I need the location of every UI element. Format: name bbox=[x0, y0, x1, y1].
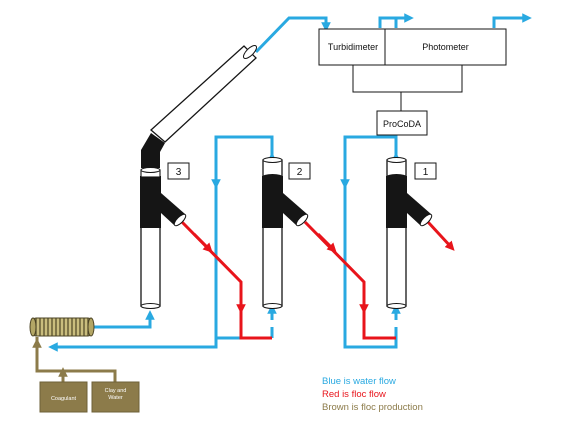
water-line-column1-top bbox=[343, 135, 398, 327]
photometer-box bbox=[384, 28, 507, 66]
photometer-label: Photometer bbox=[422, 42, 469, 52]
floc-flow-lines bbox=[180, 220, 455, 340]
floc-production: Coagulant Clay and Water bbox=[32, 337, 140, 413]
column-number-box-1 bbox=[414, 162, 437, 180]
floc-arrow-column3-mid bbox=[192, 232, 213, 253]
flocculator-coil bbox=[29, 317, 95, 337]
column-number-box-2 bbox=[288, 162, 311, 180]
column3-diagonal-tube bbox=[150, 45, 257, 143]
legend-water: Blue is water flow bbox=[322, 376, 396, 387]
floc-arrow-column1-out bbox=[426, 220, 455, 251]
water-flow-lines bbox=[48, 13, 532, 352]
column3-black-body bbox=[140, 176, 161, 228]
procoda-box bbox=[376, 110, 428, 136]
clay-water-box bbox=[91, 381, 140, 413]
clay-water-label: Clay and Water bbox=[104, 388, 127, 401]
water-line-photometer-out bbox=[492, 13, 532, 28]
column-3 bbox=[140, 45, 257, 310]
column3-elbow bbox=[141, 133, 165, 168]
floc-line-column3-to-column2 bbox=[180, 220, 272, 340]
coagulant-box bbox=[39, 381, 88, 413]
production-line-claywater bbox=[35, 347, 117, 382]
column3-clear-tube bbox=[140, 223, 161, 307]
procoda-wire-turbidimeter bbox=[352, 65, 401, 93]
column-number-box-3 bbox=[167, 162, 190, 180]
column-number-2: 2 bbox=[297, 167, 303, 178]
column1-black-body bbox=[386, 176, 407, 228]
water-line-to-turbidimeter bbox=[254, 16, 331, 54]
legend-production: Brown is floc production bbox=[322, 402, 423, 413]
legend-floc: Red is floc flow bbox=[322, 389, 386, 400]
column-1 bbox=[386, 157, 433, 310]
turbidimeter-box bbox=[318, 28, 388, 66]
column-number-3: 3 bbox=[176, 167, 182, 178]
legend: Blue is water flow Red is floc flow Brow… bbox=[322, 376, 423, 413]
column-number-boxes: 3 2 1 bbox=[167, 162, 437, 180]
water-line-column2-top bbox=[54, 135, 274, 349]
procoda-label: ProCoDA bbox=[383, 119, 421, 129]
floc-arrow-column2-mid bbox=[316, 232, 337, 253]
column2-black-body bbox=[262, 176, 283, 228]
instrument-boxes: Turbidimeter Photometer ProCoDA bbox=[318, 28, 507, 136]
turbidimeter-label: Turbidimeter bbox=[328, 42, 378, 52]
column-number-1: 1 bbox=[423, 167, 429, 178]
coagulant-label: Coagulant bbox=[51, 396, 77, 402]
water-line-coil-to-column3 bbox=[92, 310, 155, 329]
floc-line-column2-to-column1 bbox=[303, 220, 396, 340]
column-2 bbox=[262, 157, 309, 310]
procoda-wire-photometer bbox=[401, 65, 463, 93]
water-line-turbidimeter-to-photometer bbox=[378, 13, 414, 28]
